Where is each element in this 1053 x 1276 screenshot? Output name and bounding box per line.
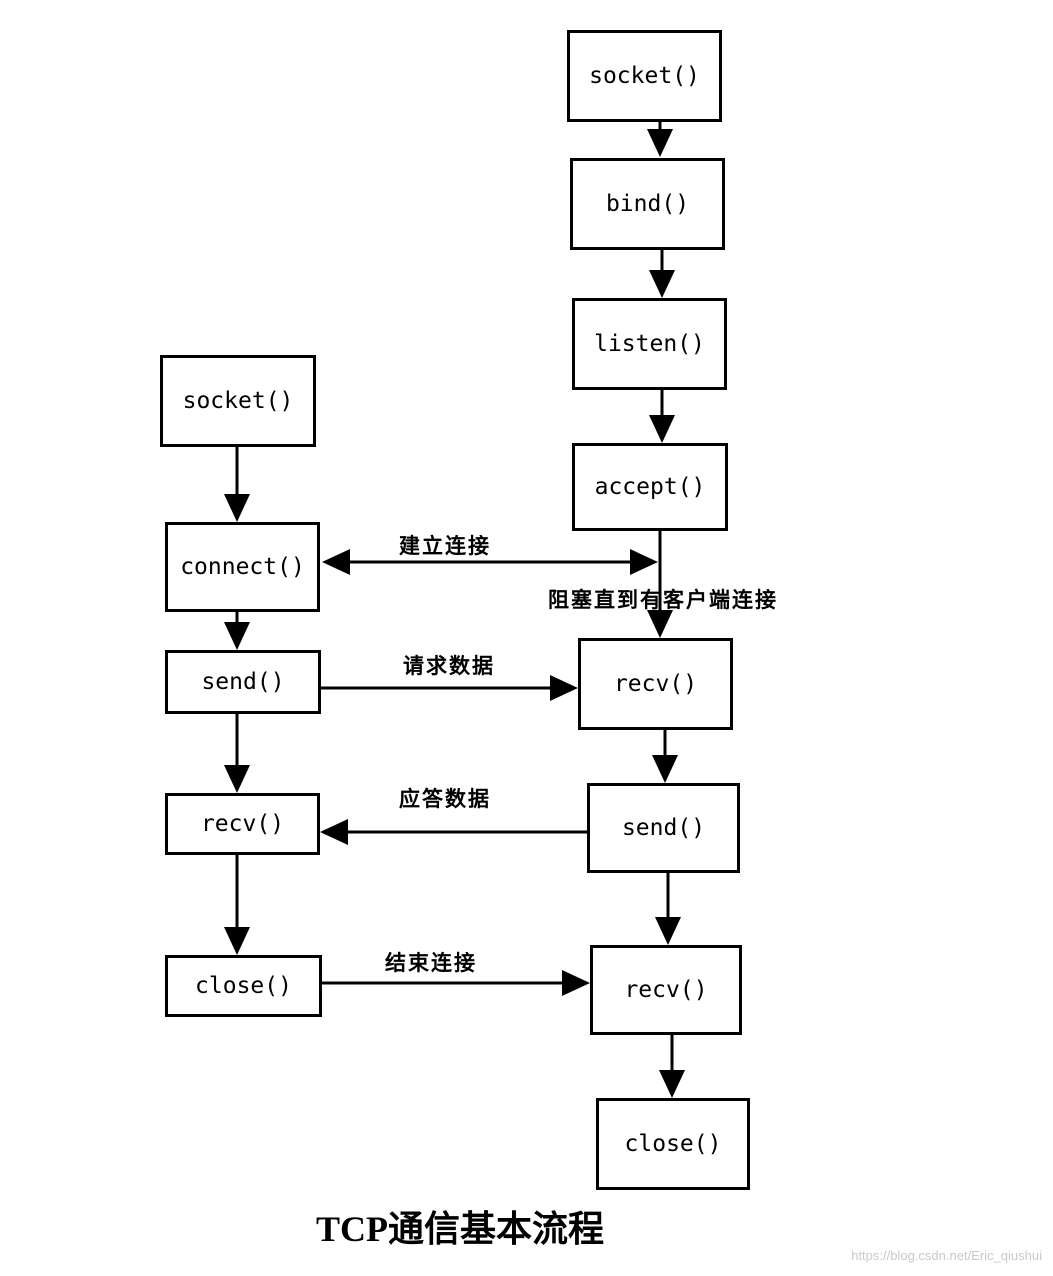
server-socket-box: socket() (567, 30, 722, 122)
server-send-box: send() (587, 783, 740, 873)
client-recv-box: recv() (165, 793, 320, 855)
arrow-request-data (321, 675, 578, 701)
arrow-server-socket-to-bind (647, 122, 673, 157)
client-send-box: send() (165, 650, 321, 714)
server-listen-box: listen() (572, 298, 727, 390)
arrow-server-recv2-to-close (659, 1035, 685, 1098)
arrow-server-accept-to-recv (647, 531, 673, 638)
arrow-server-recv-to-send (652, 730, 678, 783)
finish-connection-label: 结束连接 (385, 951, 477, 975)
arrow-client-recv-to-close (224, 855, 250, 955)
arrow-establish-connection (322, 549, 658, 575)
arrow-client-connect-to-send (224, 612, 250, 650)
arrow-server-send-to-recv2 (655, 873, 681, 945)
block-until-client-label: 阻塞直到有客户端连接 (548, 588, 778, 612)
watermark-url: https://blog.csdn.net/Eric_qiushui (851, 1248, 1042, 1263)
request-data-label: 请求数据 (403, 654, 495, 678)
arrow-server-bind-to-listen (649, 250, 675, 298)
establish-connection-label: 建立连接 (399, 534, 491, 558)
server-recv-finish-box: recv() (590, 945, 742, 1035)
response-data-label: 应答数据 (399, 787, 491, 811)
diagram-title: TCP通信基本流程 (315, 1209, 604, 1249)
server-accept-box: accept() (572, 443, 728, 531)
client-socket-box: socket() (160, 355, 316, 447)
server-close-box: close() (596, 1098, 750, 1190)
server-bind-box: bind() (570, 158, 725, 250)
client-connect-box: connect() (165, 522, 320, 612)
arrow-server-listen-to-accept (649, 390, 675, 443)
server-recv-request-box: recv() (578, 638, 733, 730)
client-close-box: close() (165, 955, 322, 1017)
arrow-finish-connection (322, 970, 590, 996)
arrow-response-data (320, 819, 587, 845)
arrow-client-send-to-recv (224, 714, 250, 793)
arrow-client-socket-to-connect (224, 447, 250, 522)
